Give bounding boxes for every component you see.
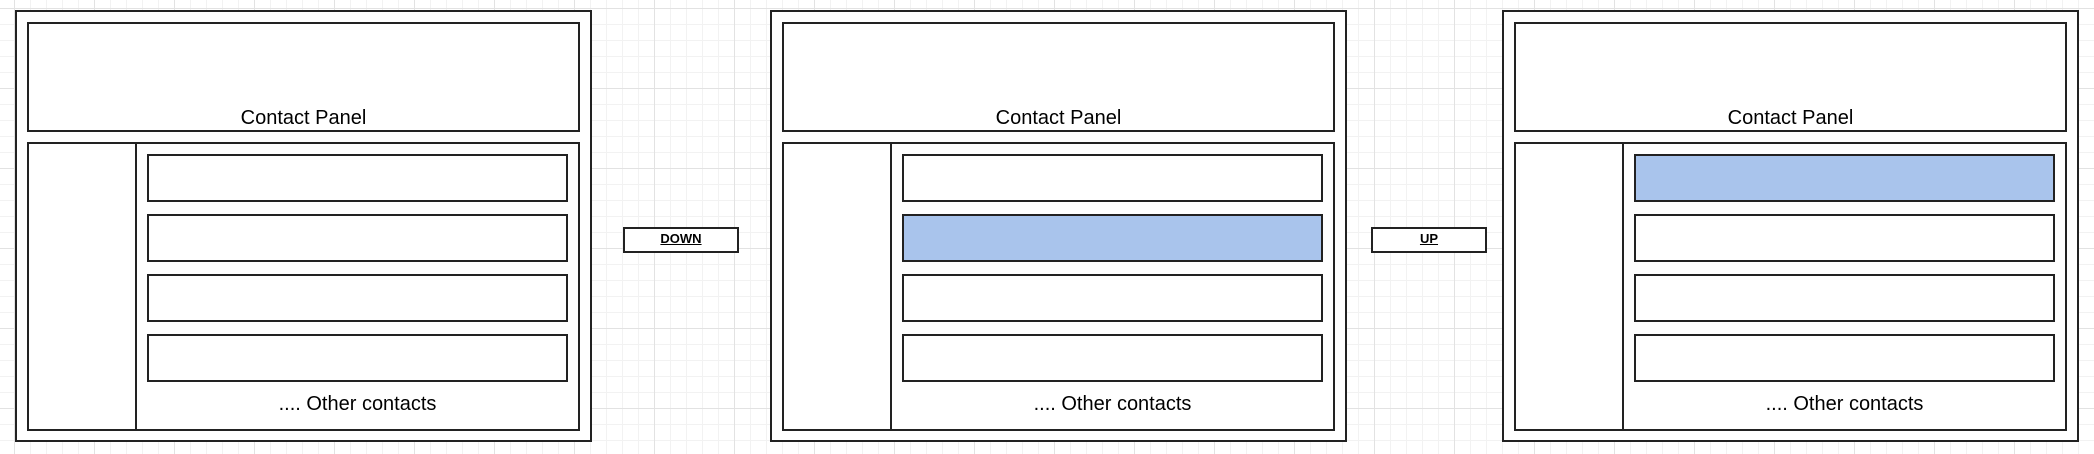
contact-panel-header: Contact Panel [27,22,580,132]
up-transition-button[interactable]: UP [1371,227,1487,253]
contacts-sidebar [27,142,137,431]
contact-row-2[interactable] [1634,214,2055,262]
contact-panel-label: Contact Panel [995,107,1122,129]
contact-row-2-selected[interactable] [902,214,1323,262]
other-contacts-label: .... Other contacts [1765,393,1924,415]
contact-panel-label: Contact Panel [1727,107,1854,129]
frame-2: Contact Panel .... Other contacts [770,10,1347,442]
contacts-sidebar [782,142,892,431]
contacts-area: .... Other contacts [782,142,1335,431]
contacts-area: .... Other contacts [27,142,580,431]
contact-row-4[interactable] [147,334,568,382]
contact-row-4[interactable] [902,334,1323,382]
contact-row-1[interactable] [147,154,568,202]
frame-1: Contact Panel .... Other contacts [15,10,592,442]
contact-row-2[interactable] [147,214,568,262]
contacts-area: .... Other contacts [1514,142,2067,431]
contact-row-1-selected[interactable] [1634,154,2055,202]
contact-row-3[interactable] [1634,274,2055,322]
down-transition-button[interactable]: DOWN [623,227,739,253]
contact-row-1[interactable] [902,154,1323,202]
other-contacts-label: .... Other contacts [278,393,437,415]
contacts-sidebar [1514,142,1624,431]
contact-row-3[interactable] [147,274,568,322]
contact-panel-header: Contact Panel [782,22,1335,132]
contact-panel-label: Contact Panel [240,107,367,129]
other-contacts-label: .... Other contacts [1033,393,1192,415]
contact-row-4[interactable] [1634,334,2055,382]
frame-3: Contact Panel .... Other contacts [1502,10,2079,442]
contact-row-3[interactable] [902,274,1323,322]
contact-panel-header: Contact Panel [1514,22,2067,132]
